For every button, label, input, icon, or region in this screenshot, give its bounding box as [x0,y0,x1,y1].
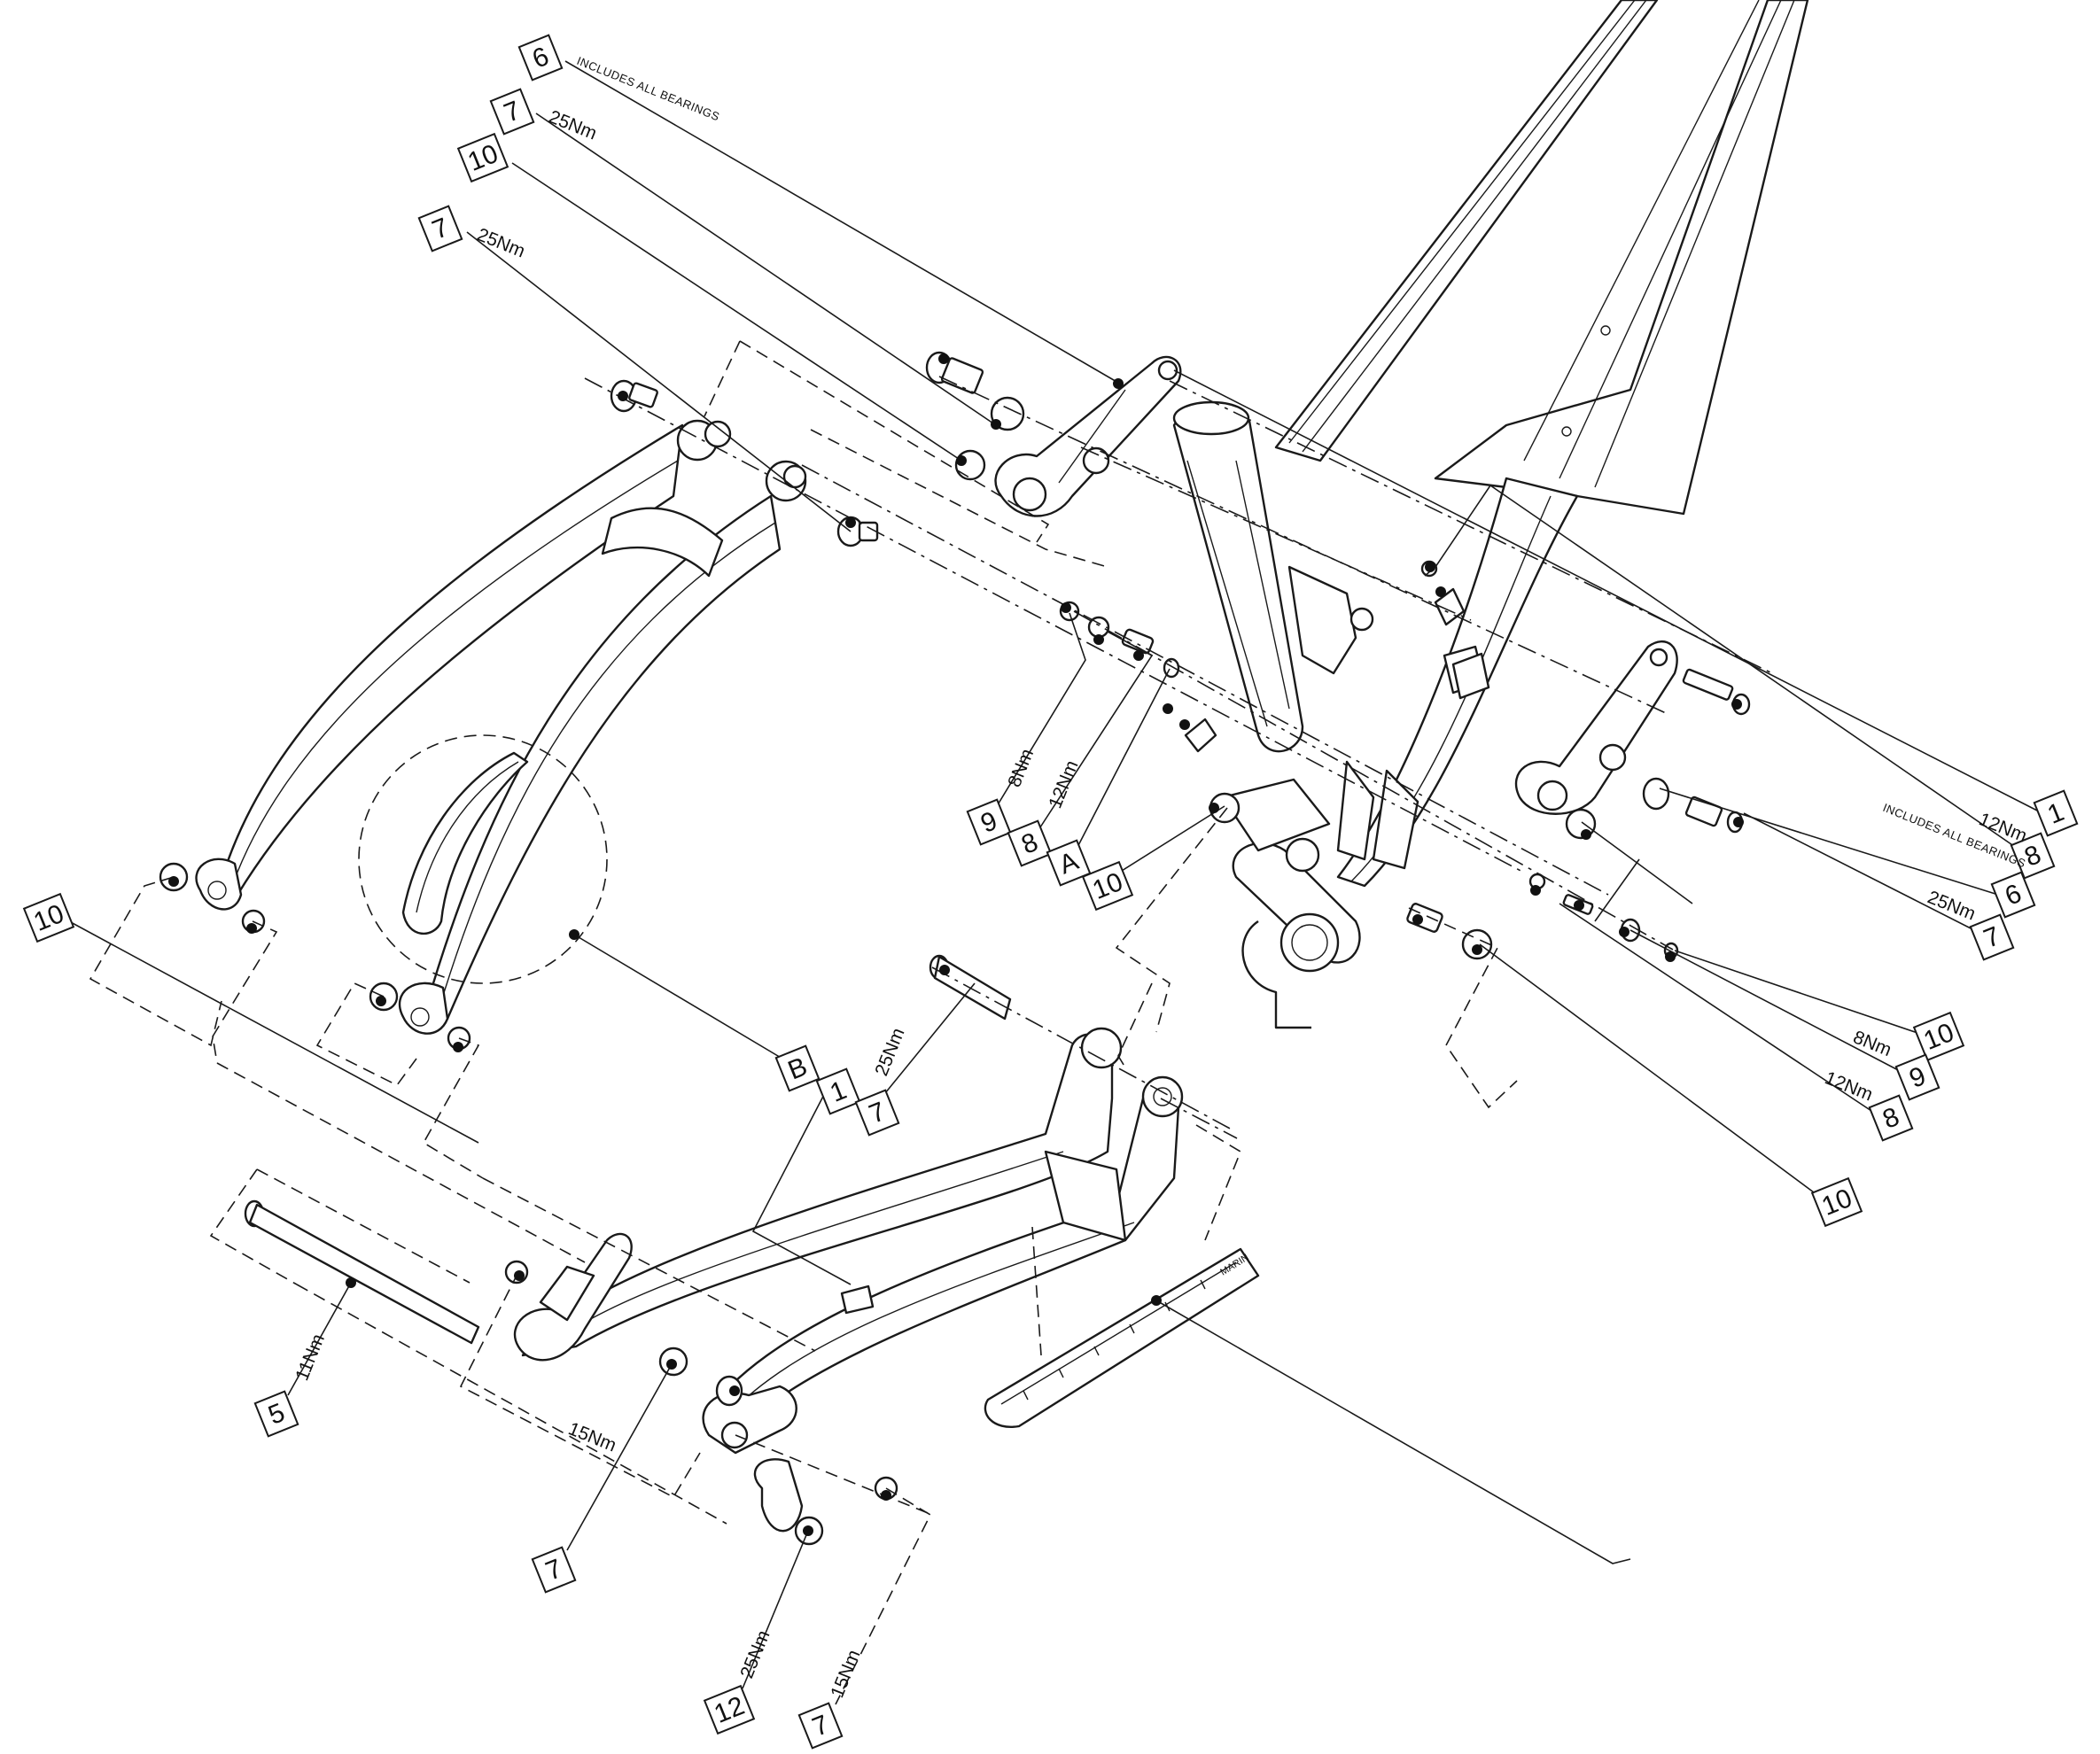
torque-spec-t8a: 8Nm [1004,746,1038,790]
torque-spec-t15b: 15Nm [827,1647,864,1701]
callout-c9b: 9 [1894,1053,1941,1101]
torque-spec-t25b: 25Nm [474,224,528,261]
callout-box [1810,1176,1863,1228]
callout-c8a: 8 [1007,819,1053,867]
leader-dots [168,353,1744,1536]
chainstay-assembly [513,1027,1184,1546]
callout-box [966,798,1012,846]
leader-lines [68,60,2043,1705]
callout-box [1046,839,1092,887]
callout-box [1868,1094,1914,1142]
torque-spec-t25e: 25Nm [736,1627,774,1681]
callout-box [489,88,535,136]
callout-box [774,1044,821,1092]
callout-box [2033,789,2079,837]
callout-box [1007,819,1053,867]
torque-spec-t11a: 11Nm [292,1331,329,1384]
seat-stay-assembly [195,419,807,1035]
callout-cAa: A [1046,839,1092,887]
callout-box [531,1546,577,1594]
callout-c7c: 7 [1969,913,2015,961]
callout-box [456,132,509,183]
callout-c8b: 8 [2010,832,2056,880]
callout-c6b: 6 [1990,871,2036,919]
callout-c1b: 1 [815,1067,861,1115]
callout-c12a: 12 [703,1684,756,1735]
torque-spec-t15a: 15Nm [565,1418,619,1455]
chainstay-protector: MARIN [984,1247,1260,1428]
callout-box [797,1702,844,1750]
torque-spec-t12a: 12Nm [1045,757,1082,811]
callout-c9a: 9 [966,798,1012,846]
callout-box [703,1684,756,1735]
callout-box [1990,871,2036,919]
callout-c10d: 10 [1912,1011,1965,1062]
callout-box [815,1067,861,1115]
callout-box [253,1390,299,1438]
hardware [159,351,1751,1501]
callout-box [1894,1053,1941,1101]
callout-c7d: 7 [854,1089,900,1137]
callout-c7a: 7 [489,88,535,136]
callout-c6a: 6 [517,34,564,81]
callout-box [517,34,564,81]
callout-c10b: 10 [22,892,75,943]
callout-box [417,205,463,252]
callout-c10c: 10 [1081,860,1134,912]
callout-c7e: 7 [531,1546,577,1594]
callout-box [1969,913,2015,961]
callout-box [1912,1011,1965,1062]
callout-c7b: 7 [417,205,463,252]
torque-spec-t12c: 12Nm [1822,1067,1876,1105]
note-n1: INCLUDES ALL BEARINGS [575,54,722,124]
callout-box [1081,860,1134,912]
callout-c7f: 7 [797,1702,844,1750]
callout-cBa: B [774,1044,821,1092]
callout-box [22,892,75,943]
callout-box [854,1089,900,1137]
callout-c1a: 1 [2033,789,2079,837]
callout-c5a: 5 [253,1390,299,1438]
callout-c10a: 10 [456,132,509,183]
callout-c8c: 8 [1868,1094,1914,1142]
torque-spec-t8b: 8Nm [1850,1027,1894,1060]
callout-c10e: 10 [1810,1176,1863,1228]
front-triangle [994,0,1809,1029]
callout-box [2010,832,2056,880]
